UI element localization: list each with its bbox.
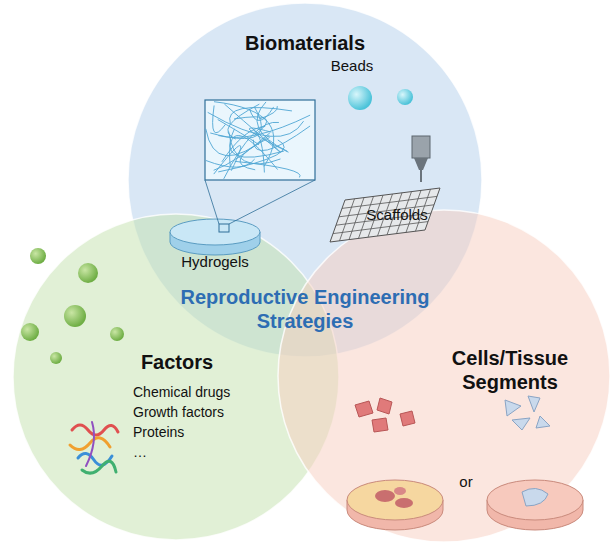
item-label: or (459, 473, 472, 491)
item-label: Chemical drugs (133, 384, 230, 401)
circle-heading: Cells/Tissue Segments (440, 346, 580, 394)
factors-circle: FactorsChemical drugsGrowth factorsProte… (12, 213, 340, 541)
circle-heading: Biomaterials (245, 31, 365, 55)
item-label: … (133, 444, 147, 461)
item-label: Hydrogels (181, 253, 249, 271)
item-label: Growth factors (133, 404, 224, 421)
item-label: Scaffolds (366, 206, 427, 224)
circle-outline (277, 209, 611, 542)
circle-heading: Factors (141, 350, 213, 374)
center-label: Reproductive Engineering Strategies (170, 285, 440, 333)
item-label: Beads (331, 57, 374, 75)
circle-outline (12, 213, 340, 541)
cells-tissue-circle: Cells/Tissue Segments or (277, 209, 611, 542)
item-label: Proteins (133, 424, 184, 441)
